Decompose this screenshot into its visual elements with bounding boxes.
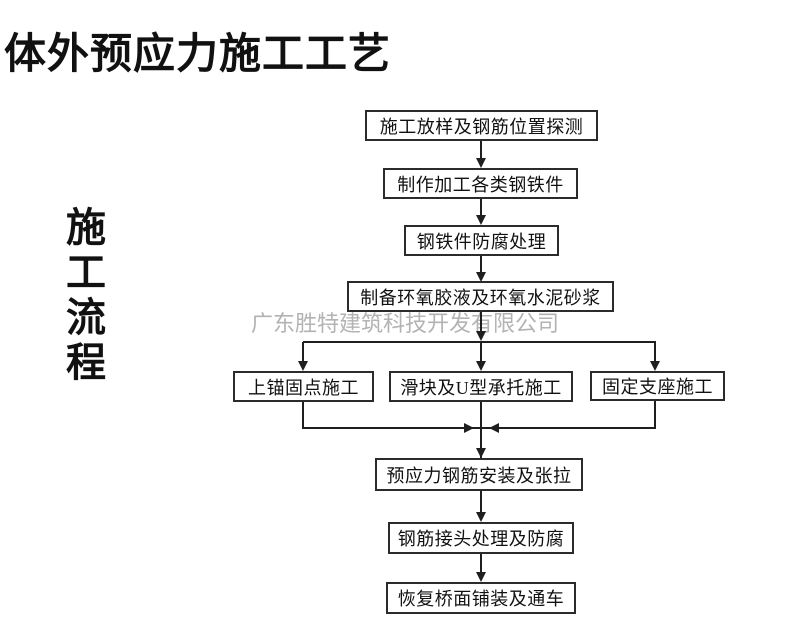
branch-line <box>303 341 656 343</box>
arrow-down-icon <box>476 512 486 522</box>
arrow-down-icon <box>476 215 486 225</box>
arrow-down-icon <box>476 361 486 371</box>
flow-node-slider-u-bracket: 滑块及U型承托施工 <box>389 371 573 402</box>
arrow-down-icon <box>650 361 660 371</box>
connector-line <box>480 552 482 575</box>
arrow-down-icon <box>476 331 486 341</box>
flow-node-joint-treatment: 钢筋接头处理及防腐 <box>388 522 574 554</box>
flow-node-anticorrosion-treatment: 钢铁件防腐处理 <box>404 225 559 256</box>
flow-node-install-tension: 预应力钢筋安装及张拉 <box>375 458 583 491</box>
arrow-right-icon <box>464 423 474 433</box>
arrow-down-icon <box>298 361 308 371</box>
connector-line <box>480 489 482 515</box>
arrow-left-icon <box>489 423 499 433</box>
connector-line <box>480 400 482 458</box>
slide-title: 体外预应力施工工艺 <box>4 32 392 78</box>
flow-node-restore-deck: 恢复桥面铺装及通车 <box>386 582 576 614</box>
connector-line <box>654 342 656 364</box>
connector-line <box>302 400 304 429</box>
connector-line <box>480 254 482 274</box>
watermark-text: 广东胜特建筑科技开发有限公司 <box>251 311 560 336</box>
connector-line <box>480 197 482 217</box>
arrow-down-icon <box>476 448 486 458</box>
arrow-down-icon <box>476 572 486 582</box>
connector-line <box>302 342 304 364</box>
connector-line <box>654 400 656 429</box>
flow-node-prepare-epoxy: 制备环氧胶液及环氧水泥砂浆 <box>347 281 614 312</box>
merge-line <box>303 427 656 429</box>
flow-node-survey: 施工放样及钢筋位置探测 <box>365 110 598 141</box>
flow-node-upper-anchor: 上锚固点施工 <box>233 371 374 402</box>
side-label-vertical: 施工流程 <box>60 206 105 386</box>
arrow-down-icon <box>476 272 486 282</box>
connector-line <box>480 310 482 334</box>
connector-line <box>480 139 482 160</box>
flow-node-fixed-support: 固定支座施工 <box>590 371 725 401</box>
flow-node-fabricate-steel: 制作加工各类钢铁件 <box>383 168 578 199</box>
connector-line <box>480 342 482 364</box>
arrow-down-icon <box>476 158 486 168</box>
